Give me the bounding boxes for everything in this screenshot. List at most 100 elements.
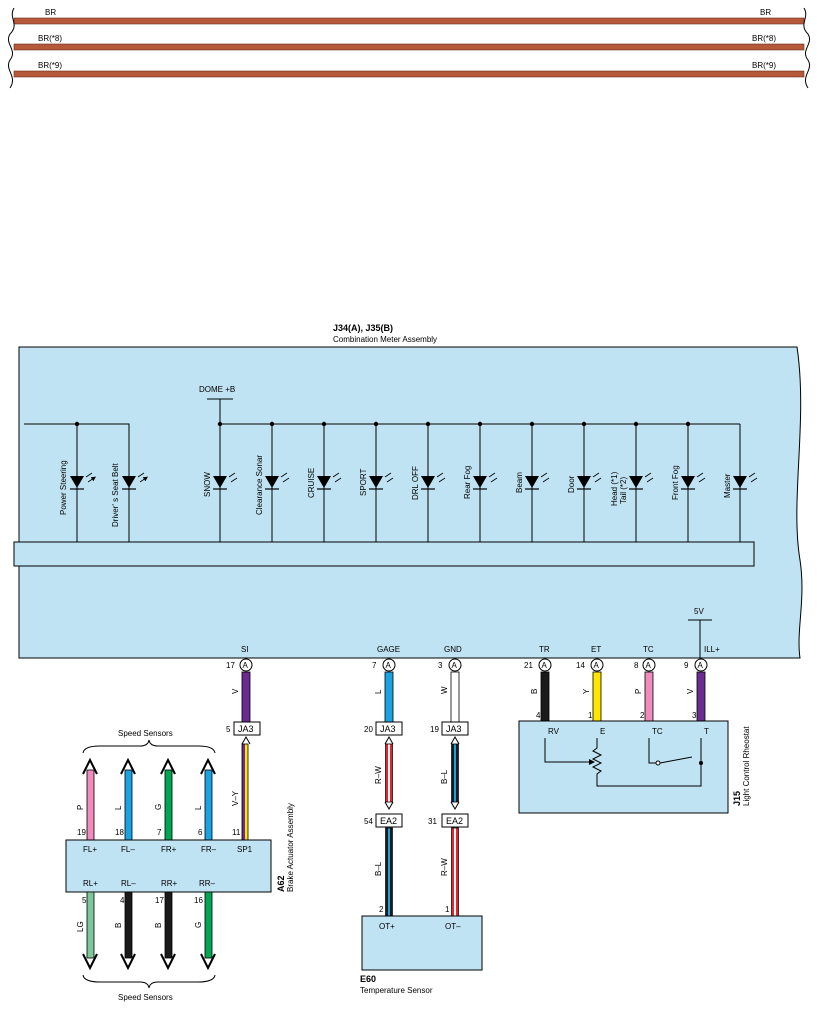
meter-inner-panel [13, 541, 755, 567]
svg-text:R–W: R–W [440, 858, 449, 876]
sp1-wire: V–Y [231, 735, 251, 841]
temperature-sensor: OT+ OT– E60 Temperature Sensor [360, 915, 483, 995]
svg-text:A: A [386, 661, 392, 670]
led-door: Door [567, 421, 602, 542]
svg-text:L: L [194, 805, 203, 810]
terminal-si: SI [241, 645, 249, 654]
meter-wires: V L W B Y P V [231, 671, 706, 723]
svg-text:20: 20 [364, 725, 373, 734]
temp-sensor-wires: B–L 2 R–W 1 [374, 827, 459, 917]
svg-text:V–Y: V–Y [231, 790, 240, 806]
svg-text:P: P [76, 805, 85, 810]
svg-text:OT+: OT+ [379, 922, 395, 931]
terminal-ill: ILL+ [704, 645, 720, 654]
terminal-gnd: GND [444, 645, 462, 654]
svg-text:TC: TC [652, 727, 663, 736]
svg-text:19: 19 [430, 725, 439, 734]
light-control-rheostat: 4 1 2 3 RV E TC T J15 Light Control Rheo… [518, 711, 751, 814]
svg-text:W: W [440, 686, 449, 694]
led-label: Clearance Sonar [255, 455, 264, 515]
svg-text:B–L: B–L [440, 769, 449, 784]
svg-text:G: G [154, 804, 163, 810]
svg-text:54: 54 [364, 817, 373, 826]
svg-text:T: T [704, 727, 709, 736]
ea2-b-label: EA2 [446, 816, 463, 826]
led-front-fog: Front Fog [671, 421, 706, 542]
speed-sensors-top-label: Speed Sensors [118, 729, 173, 738]
svg-text:B–L: B–L [374, 861, 383, 876]
temp-sensor-code: E60 [360, 974, 376, 984]
bus-label-left: BR(*8) [38, 34, 62, 43]
svg-text:P: P [634, 689, 643, 694]
svg-text:V: V [686, 688, 695, 694]
svg-text:FR+: FR+ [161, 845, 177, 854]
led-label: Master [723, 473, 732, 498]
svg-text:16: 16 [194, 896, 203, 905]
svg-text:9: 9 [684, 661, 689, 670]
svg-text:FR–: FR– [201, 845, 217, 854]
svg-text:17: 17 [155, 896, 164, 905]
svg-text:5: 5 [82, 896, 87, 905]
rheostat-code: J15 [732, 791, 742, 806]
led-label: Front Fog [671, 465, 680, 500]
led-sport: SPORT [359, 421, 394, 542]
led-label: Beam [515, 472, 524, 493]
led-beam: Beam [515, 421, 550, 542]
led-head-tail: Head (*1) Tail (*2) [610, 421, 654, 542]
svg-text:8: 8 [634, 661, 639, 670]
svg-text:L: L [114, 805, 123, 810]
bus-label-left: BR(*9) [38, 61, 62, 70]
left-led-group: Power Steering Driver' s Seat Belt [24, 421, 146, 542]
led-label: DRL OFF [411, 466, 420, 500]
ja3-gage-label: JA3 [380, 724, 396, 734]
svg-text:3: 3 [692, 711, 697, 720]
led-master: Master [723, 424, 758, 542]
svg-text:21: 21 [524, 661, 533, 670]
brake-top-wires: P L G L [76, 757, 216, 841]
svg-text:2: 2 [640, 711, 645, 720]
bus-wire-br: BR BR [13, 8, 805, 25]
meter-code: J34(A), J35(B) [333, 323, 393, 333]
svg-text:RR+: RR+ [161, 879, 178, 888]
bus-label-right: BR(*8) [752, 34, 776, 43]
ja3-connectors: 5 JA3 20 JA3 19 JA3 [226, 721, 469, 736]
svg-text:SP1: SP1 [237, 845, 253, 854]
supply-5v-label: 5V [694, 607, 704, 616]
ja3-gnd-label: JA3 [446, 724, 462, 734]
meter-name: Combination Meter Assembly [333, 335, 437, 344]
ja3-si-label: JA3 [238, 724, 254, 734]
dome-label: DOME +B [199, 385, 235, 394]
right-led-group: SNOW Clearance Sonar CRUISE [203, 421, 758, 542]
svg-text:L: L [374, 689, 383, 694]
svg-text:1: 1 [445, 905, 450, 914]
combination-meter: J34(A), J35(B) Combination Meter Assembl… [13, 323, 803, 659]
svg-text:B: B [530, 689, 539, 694]
svg-text:G: G [194, 922, 203, 928]
svg-text:5: 5 [226, 725, 231, 734]
led-label: SPORT [359, 468, 368, 496]
led-label: Driver' s Seat Belt [111, 462, 120, 527]
speed-sensors-bottom-label: Speed Sensors [118, 993, 173, 1002]
svg-text:B: B [154, 923, 163, 928]
brake-code: A62 [276, 875, 286, 892]
svg-text:7: 7 [157, 828, 162, 837]
svg-text:RL–: RL– [121, 879, 136, 888]
svg-text:A: A [542, 661, 548, 670]
brake-actuator: Speed Sensors P L G L 19 18 7 6 11 FL+ F… [65, 729, 295, 1002]
led-label: Rear Fog [463, 466, 472, 499]
svg-text:A: A [594, 661, 600, 670]
svg-text:7: 7 [372, 661, 377, 670]
led-seat-belt: Driver' s Seat Belt [111, 462, 146, 527]
terminal-tr: TR [539, 645, 550, 654]
svg-text:A: A [452, 661, 458, 670]
svg-text:31: 31 [428, 817, 437, 826]
led-power-steering: Power Steering [59, 460, 94, 515]
bus-label-left: BR [45, 8, 56, 17]
